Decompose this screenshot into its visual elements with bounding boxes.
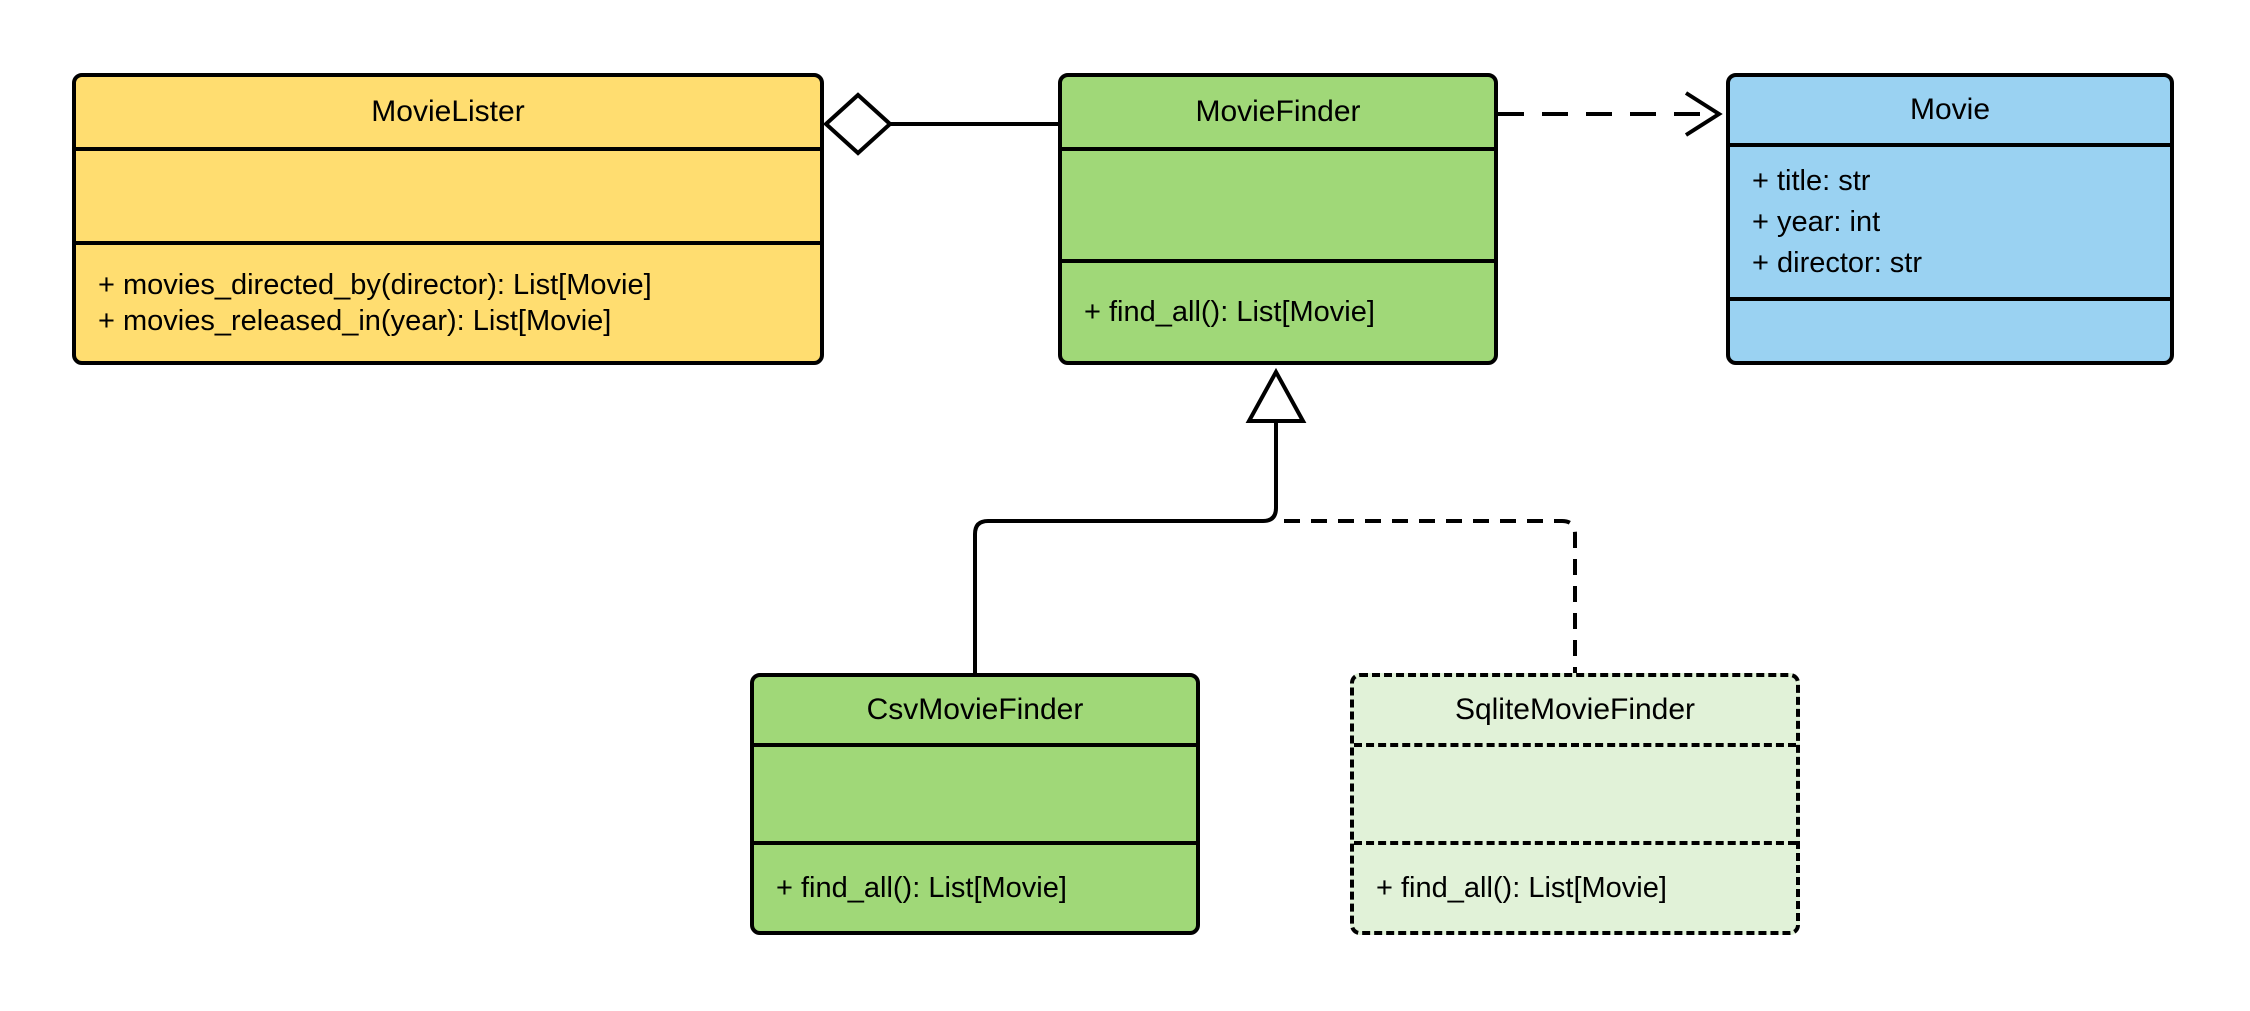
hollow-diamond-icon: [823, 92, 893, 156]
hollow-triangle-icon: [1245, 367, 1307, 423]
method-label: + find_all(): List[Movie]: [1084, 296, 1375, 328]
class-sqlitemoviefinder-attributes: [1354, 743, 1796, 841]
class-name-label: MovieFinder: [1195, 95, 1361, 128]
class-name-label: Movie: [1909, 93, 1991, 126]
class-csvmoviefinder: CsvMovieFinder + find_all(): List[Movie]: [750, 673, 1200, 935]
class-name-label: CsvMovieFinder: [866, 693, 1084, 726]
class-movielister-title: MovieLister: [76, 77, 820, 147]
class-moviefinder-title: MovieFinder: [1062, 77, 1494, 147]
class-movielister-methods: + movies_directed_by(director): List[Mov…: [76, 241, 820, 361]
open-arrowhead-icon: [1684, 91, 1723, 137]
generalization-connector-solid: [973, 367, 1307, 673]
class-moviefinder: MovieFinder + find_all(): List[Movie]: [1058, 73, 1498, 365]
class-sqlitemoviefinder-title: SqliteMovieFinder: [1354, 677, 1796, 743]
class-movielister: MovieLister + movies_directed_by(directo…: [72, 73, 824, 365]
class-movie-attributes: + title: str + year: int + director: str: [1730, 143, 2170, 297]
class-movie: Movie + title: str + year: int + directo…: [1726, 73, 2174, 365]
attribute-label: + year: int: [1752, 205, 1881, 238]
aggregation-connector: [823, 92, 1058, 156]
attribute-label: + director: str: [1752, 246, 1923, 279]
generalization-connector-dashed: [1284, 519, 1577, 673]
class-csvmoviefinder-methods: + find_all(): List[Movie]: [754, 841, 1196, 931]
method-label: + movies_released_in(year): List[Movie]: [98, 305, 612, 337]
class-sqlitemoviefinder-methods: + find_all(): List[Movie]: [1354, 841, 1796, 931]
class-moviefinder-attributes: [1062, 147, 1494, 259]
class-sqlitemoviefinder: SqliteMovieFinder + find_all(): List[Mov…: [1350, 673, 1800, 935]
class-movie-methods: [1730, 297, 2170, 361]
method-label: + find_all(): List[Movie]: [776, 872, 1067, 904]
class-movielister-attributes: [76, 147, 820, 241]
dependency-connector: [1498, 91, 1723, 137]
class-csvmoviefinder-attributes: [754, 743, 1196, 841]
method-label: + find_all(): List[Movie]: [1376, 872, 1667, 904]
class-csvmoviefinder-title: CsvMovieFinder: [754, 677, 1196, 743]
class-name-label: SqliteMovieFinder: [1454, 693, 1696, 726]
class-moviefinder-methods: + find_all(): List[Movie]: [1062, 259, 1494, 361]
attribute-label: + title: str: [1752, 164, 1871, 197]
method-label: + movies_directed_by(director): List[Mov…: [98, 269, 652, 301]
class-name-label: MovieLister: [371, 95, 525, 128]
class-movie-title: Movie: [1730, 77, 2170, 143]
